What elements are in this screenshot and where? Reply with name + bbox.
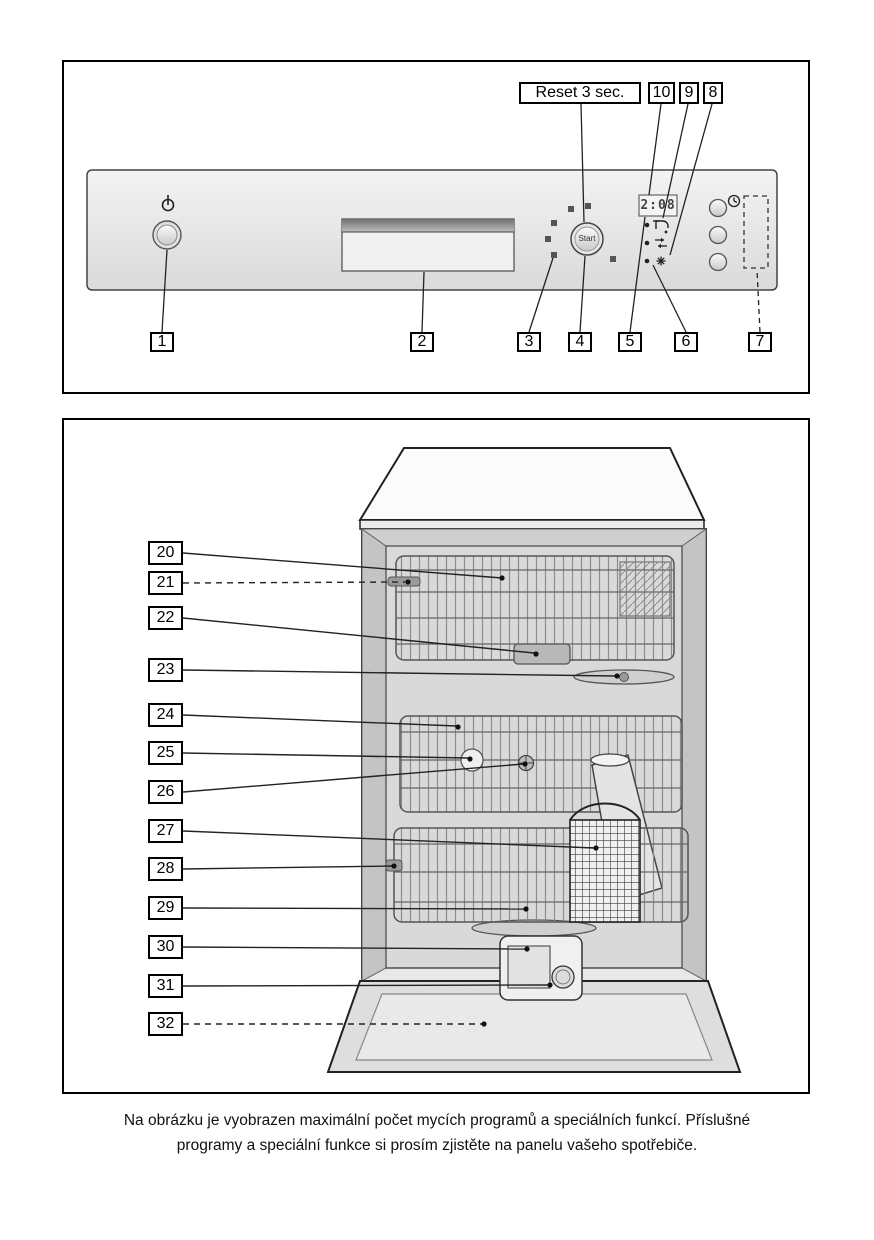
rinse-aid-icon	[656, 256, 666, 266]
display-value: 2:08	[640, 198, 676, 213]
worktop	[358, 447, 706, 530]
callout-6: 6	[674, 332, 698, 352]
upper-basket	[387, 555, 675, 665]
callout-23: 23	[148, 658, 183, 682]
water-tap-icon	[653, 220, 669, 234]
lower-basket	[385, 827, 689, 923]
caption-line-2: programy a speciální funkce si prosím zj…	[176, 1137, 698, 1154]
option-group-outline	[743, 195, 769, 269]
callout-4: 4	[568, 332, 592, 352]
detergent-dispenser	[499, 935, 583, 1001]
callout-21: 21	[148, 571, 183, 595]
open-door	[326, 980, 742, 1073]
option-buttons	[708, 198, 728, 272]
callout-22: 22	[148, 606, 183, 630]
callout-20: 20	[148, 541, 183, 565]
callout-32: 32	[148, 1012, 183, 1036]
leader-lines	[161, 103, 761, 333]
page-caption: Na obrázku je vyobrazen maximální počet …	[0, 1108, 874, 1158]
rack-height-handle	[513, 643, 571, 665]
indicator-leds	[644, 222, 650, 264]
callout-reset: Reset 3 sec.	[519, 82, 641, 104]
cup-shelf	[619, 561, 671, 617]
power-icon	[161, 195, 175, 212]
power-button	[152, 220, 182, 250]
rinse-aid-cap	[551, 965, 575, 989]
callout-30: 30	[148, 935, 183, 959]
callout-28: 28	[148, 857, 183, 881]
callout-29: 29	[148, 896, 183, 920]
interior-drawing	[182, 447, 742, 1073]
start-button	[570, 222, 604, 256]
start-button-label: Start	[578, 234, 596, 243]
leader-lines	[182, 552, 616, 1025]
callout-31: 31	[148, 974, 183, 998]
callout-1: 1	[150, 332, 174, 352]
callout-2: 2	[410, 332, 434, 352]
door-handle-recess	[341, 218, 515, 272]
interior-figure: 20 21 22 23 24 25 26 27 28 29 30 31 32	[62, 418, 810, 1094]
callout-26: 26	[148, 780, 183, 804]
callout-25: 25	[148, 741, 183, 765]
callout-7: 7	[748, 332, 772, 352]
callout-3: 3	[517, 332, 541, 352]
salt-icon	[655, 237, 667, 249]
program-button-squares	[545, 203, 616, 262]
callout-9: 9	[679, 82, 699, 104]
caption-line-1: Na obrázku je vyobrazen maximální počet …	[123, 1112, 751, 1129]
leader-dots	[391, 575, 620, 1027]
upper-spray-arm	[573, 669, 675, 685]
control-panel-drawing	[86, 103, 778, 333]
clock-icon	[727, 194, 741, 208]
callout-27: 27	[148, 819, 183, 843]
callout-8: 8	[703, 82, 723, 104]
callout-5: 5	[618, 332, 642, 352]
control-panel-figure: Reset 3 sec. 10 9 8 1 2 3 4 5 6 7 Start …	[62, 60, 810, 394]
callout-10: 10	[648, 82, 675, 104]
callout-24: 24	[148, 703, 183, 727]
cutlery-basket	[569, 802, 641, 923]
